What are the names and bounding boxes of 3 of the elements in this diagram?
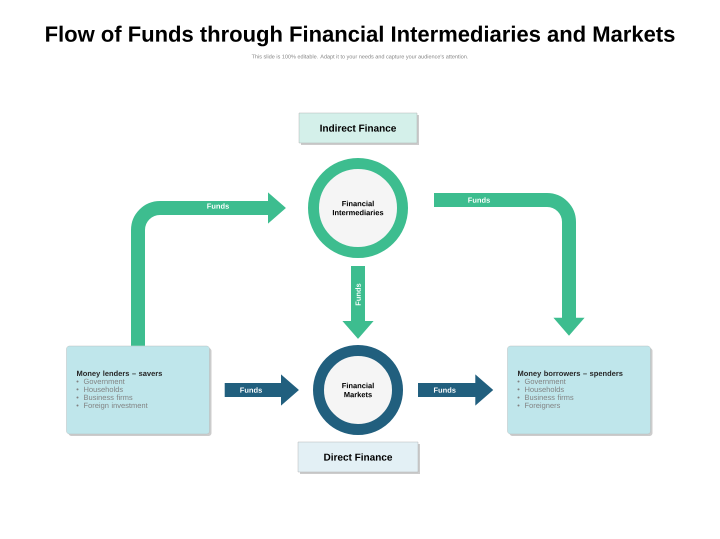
label-box: Direct Finance bbox=[298, 442, 420, 474]
title: Flow of Funds through Financial Intermediaries and Markets bbox=[46, 26, 674, 46]
label-box: Indirect Finance bbox=[298, 112, 419, 145]
